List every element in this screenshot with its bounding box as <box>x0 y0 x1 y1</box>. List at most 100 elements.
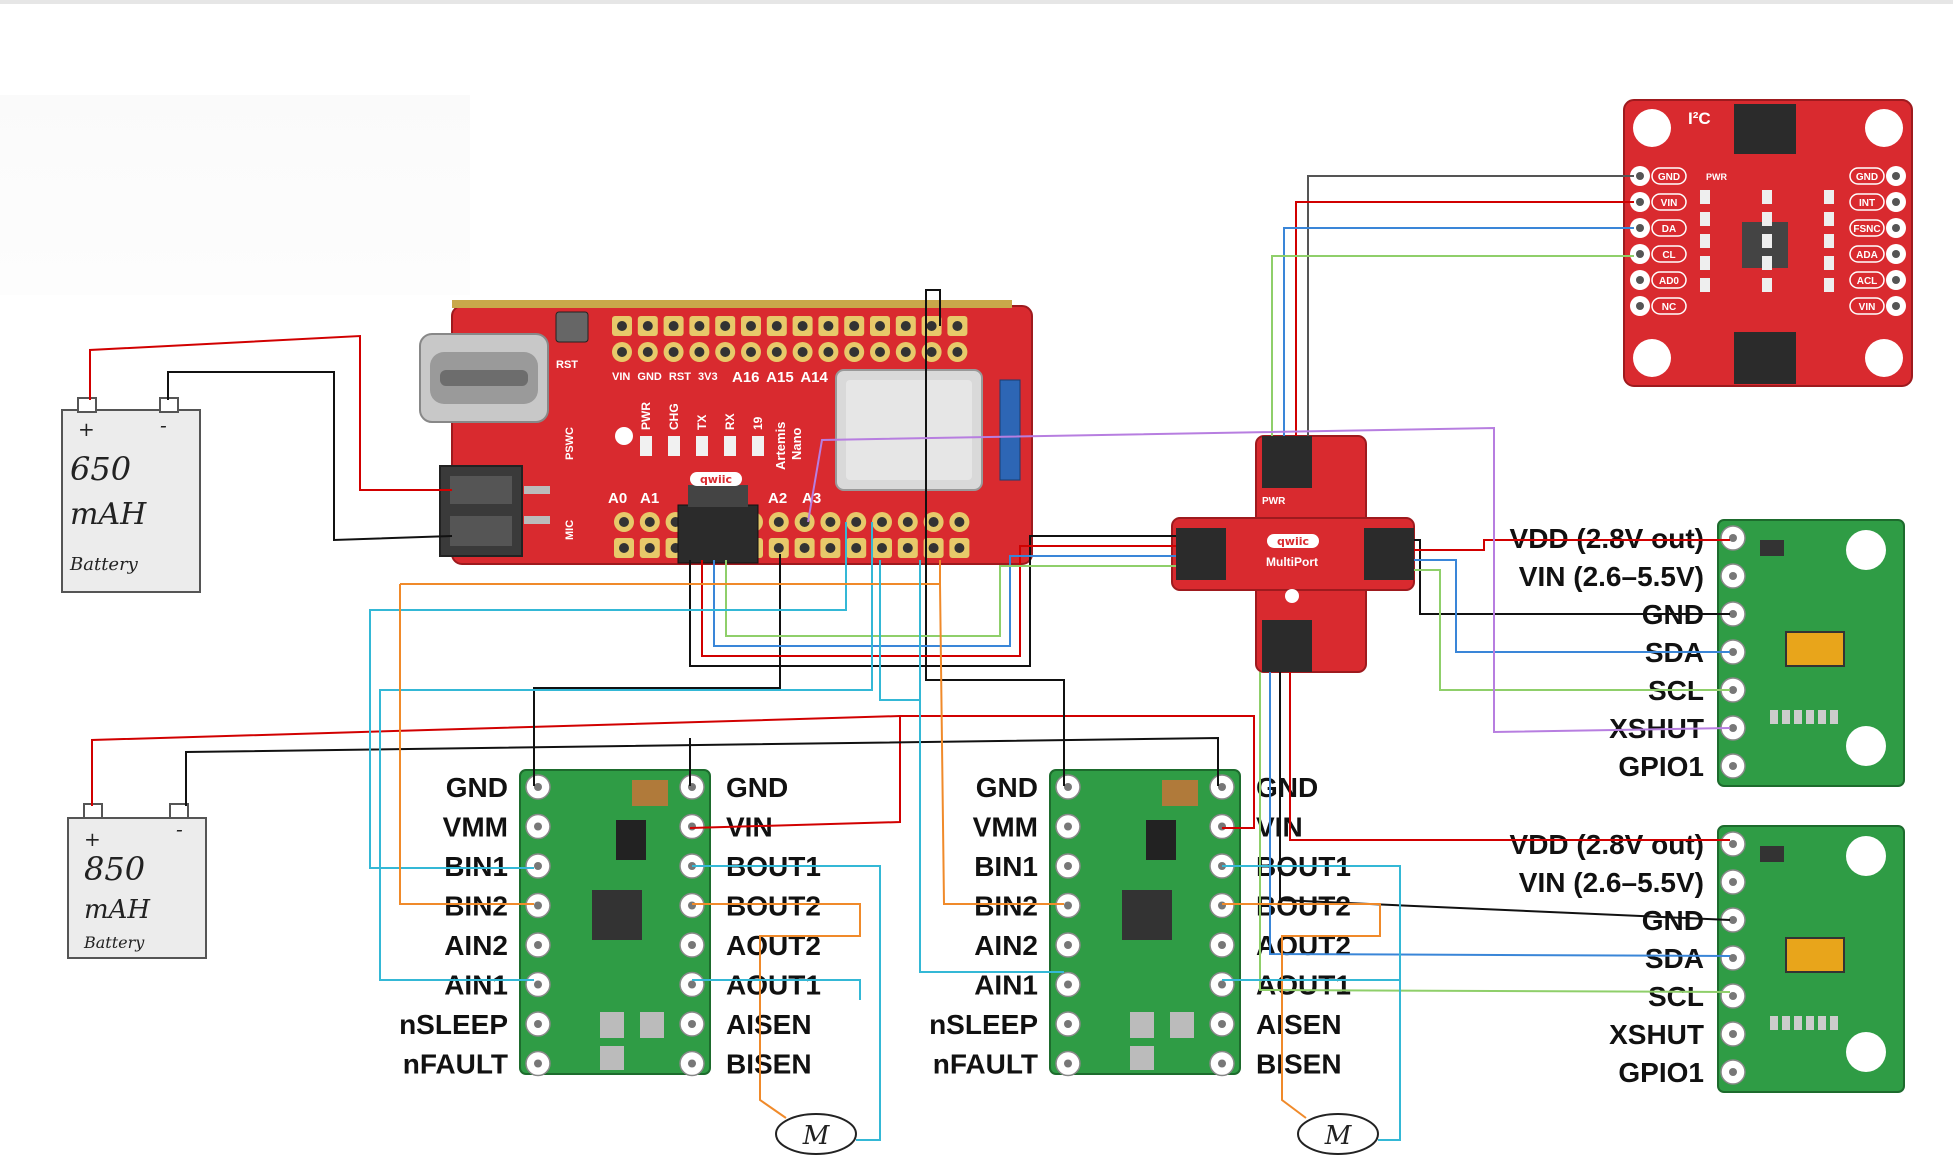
led-label: 19 <box>751 416 765 430</box>
smudge <box>0 95 470 295</box>
wire-tof1-gnd <box>1414 539 1730 615</box>
led-label: PWR <box>639 402 653 430</box>
battery-650-plus: + <box>78 417 95 441</box>
label-a0: A0 <box>608 490 627 507</box>
wire-m2-out2 <box>1222 903 1381 1119</box>
rst-label: RST <box>556 359 578 371</box>
driver-ic <box>592 890 642 940</box>
driver-left-pin-label: BIN1 <box>974 851 1038 882</box>
wire-gnd-artemis-2 <box>925 289 1065 786</box>
wire-imu-sda <box>1283 227 1634 436</box>
driver-right-pin-label: BOUT2 <box>726 891 821 922</box>
wire-qwiic-black <box>689 535 1176 667</box>
wire-drv2-bin1 <box>919 560 1064 973</box>
motor-driver-2: GNDVMMBIN1BIN2AIN2AIN1nSLEEPnFAULTGNDVIN… <box>929 769 1351 1080</box>
wire-qwiic-red <box>701 545 1176 657</box>
driver-left-pin-label: VMM <box>973 812 1038 843</box>
driver-left-pin-label: nSLEEP <box>399 1009 508 1040</box>
imu-board: I²C PWR GNDVINDACLAD0NCGNDINTFSNCADAACLV… <box>1623 99 1913 387</box>
wire-tof1-vdd <box>1414 539 1730 551</box>
battery-650: + - 650 mAH Battery <box>61 397 201 593</box>
multiport-title: MultiPort <box>1266 555 1318 569</box>
driver-left-pin-label: GND <box>446 772 508 803</box>
wire-tof2-scl <box>1259 672 1731 993</box>
driver-left-pin-label: AIN1 <box>444 970 508 1001</box>
tof-pin-label: SCL <box>1648 981 1704 1012</box>
antenna <box>999 379 1021 481</box>
multiport-pwr: PWR <box>1262 496 1286 507</box>
driver-left-pin-label: BIN2 <box>444 891 508 922</box>
led-chg <box>668 436 680 456</box>
imu-left-pin-label: NC <box>1662 302 1676 313</box>
wire-qwiic-green <box>725 560 1176 637</box>
driver-left-pin-label: nFAULT <box>933 1049 1038 1080</box>
wire-tof2-vdd <box>1289 672 1730 841</box>
reset-button[interactable] <box>555 311 589 343</box>
artemis-name: Artemis <box>773 422 788 470</box>
wire-850-negative <box>185 736 1219 806</box>
mic-label: MIC <box>564 520 576 540</box>
artemis-top-pin-labels: VIN GND RST 3V3 <box>612 371 718 383</box>
driver-right-pin-label: BISEN <box>1256 1049 1342 1080</box>
imu-left-pin-label: AD0 <box>1659 276 1679 287</box>
driver-right-pin-label: AISEN <box>1256 1009 1342 1040</box>
led-rx <box>724 436 736 456</box>
pin-rst: RST <box>669 371 691 383</box>
wire-tof1-scl <box>1414 569 1730 691</box>
wires <box>89 175 1731 1141</box>
wire-xshut <box>807 426 1731 734</box>
tof-pin-label: VDD (2.8V out) <box>1510 829 1704 860</box>
led-tx <box>696 436 708 456</box>
wire-m2-out1 <box>1222 865 1401 1141</box>
battery-650-minus: - <box>160 413 167 437</box>
driver-left-pin-label: BIN2 <box>974 891 1038 922</box>
tof-sensor-chip <box>1785 631 1845 667</box>
imu-right-pin-label: GND <box>1856 172 1878 183</box>
motor-2: M <box>1297 1113 1379 1155</box>
driver-left-pin-label: AIN2 <box>444 930 508 961</box>
wire-tof1-sda <box>1414 559 1730 653</box>
multiport-connector-top <box>1262 436 1312 488</box>
motor-2-label: M <box>1324 1121 1353 1151</box>
driver-left-pin-label: GND <box>976 772 1038 803</box>
artemis-qwiic-logo: qwiic <box>700 473 732 486</box>
imu-right-pin-label: VIN <box>1859 302 1876 313</box>
wire-850-positive-drv1 <box>689 716 901 829</box>
imu-left-pin-label: GND <box>1658 172 1680 183</box>
label-a2: A2 <box>768 490 787 507</box>
nano-name: Nano <box>789 427 804 460</box>
pin-gnd: GND <box>637 371 662 383</box>
driver-right-pin-label: GND <box>1256 772 1318 803</box>
multiport-connector-left <box>1176 528 1226 580</box>
wire-drv2-ain1 <box>879 560 920 701</box>
qwiic-multiport: qwiic MultiPort PWR <box>1171 435 1415 673</box>
wire-drv1-bin1 <box>369 522 847 869</box>
wire-m1-out1 <box>692 865 881 1141</box>
wire-m1-out3 <box>692 979 861 1000</box>
multiport-qwiic-logo: qwiic <box>1277 535 1309 548</box>
motor-driver-1: GNDVMMBIN1BIN2AIN2AIN1nSLEEPnFAULTGNDVIN… <box>399 769 821 1080</box>
label-a1: A1 <box>640 490 659 507</box>
pin-3v3: 3V3 <box>698 371 718 383</box>
driver-ic <box>1122 890 1172 940</box>
driver-left-pin-label: nSLEEP <box>929 1009 1038 1040</box>
imu-pwr-label: PWR <box>1706 172 1727 182</box>
led-label: CHG <box>667 403 681 430</box>
driver-left-pin-label: BIN1 <box>444 851 508 882</box>
wire-850-positive <box>91 715 1255 829</box>
battery-850-unit: mAH <box>84 895 151 925</box>
imu-left-pin-label: CL <box>1662 250 1675 261</box>
tof-sensor-2: VDD (2.8V out)VIN (2.6–5.5V)GNDSDASCLXSH… <box>1510 825 1905 1093</box>
led-label: TX <box>695 415 709 430</box>
battery-850-plus: + <box>84 827 101 851</box>
imu-qwiic-top <box>1734 104 1796 154</box>
imu-i2c-label: I²C <box>1688 109 1711 128</box>
wire-imu-vin <box>1295 201 1634 436</box>
tof-pin-label: GND <box>1642 905 1704 936</box>
imu-left-pin-label: DA <box>1662 224 1676 235</box>
tof-pin-label: VIN (2.6–5.5V) <box>1519 867 1704 898</box>
pswc-label: PSWC <box>564 427 576 460</box>
multiport-connector-bottom <box>1262 620 1312 672</box>
